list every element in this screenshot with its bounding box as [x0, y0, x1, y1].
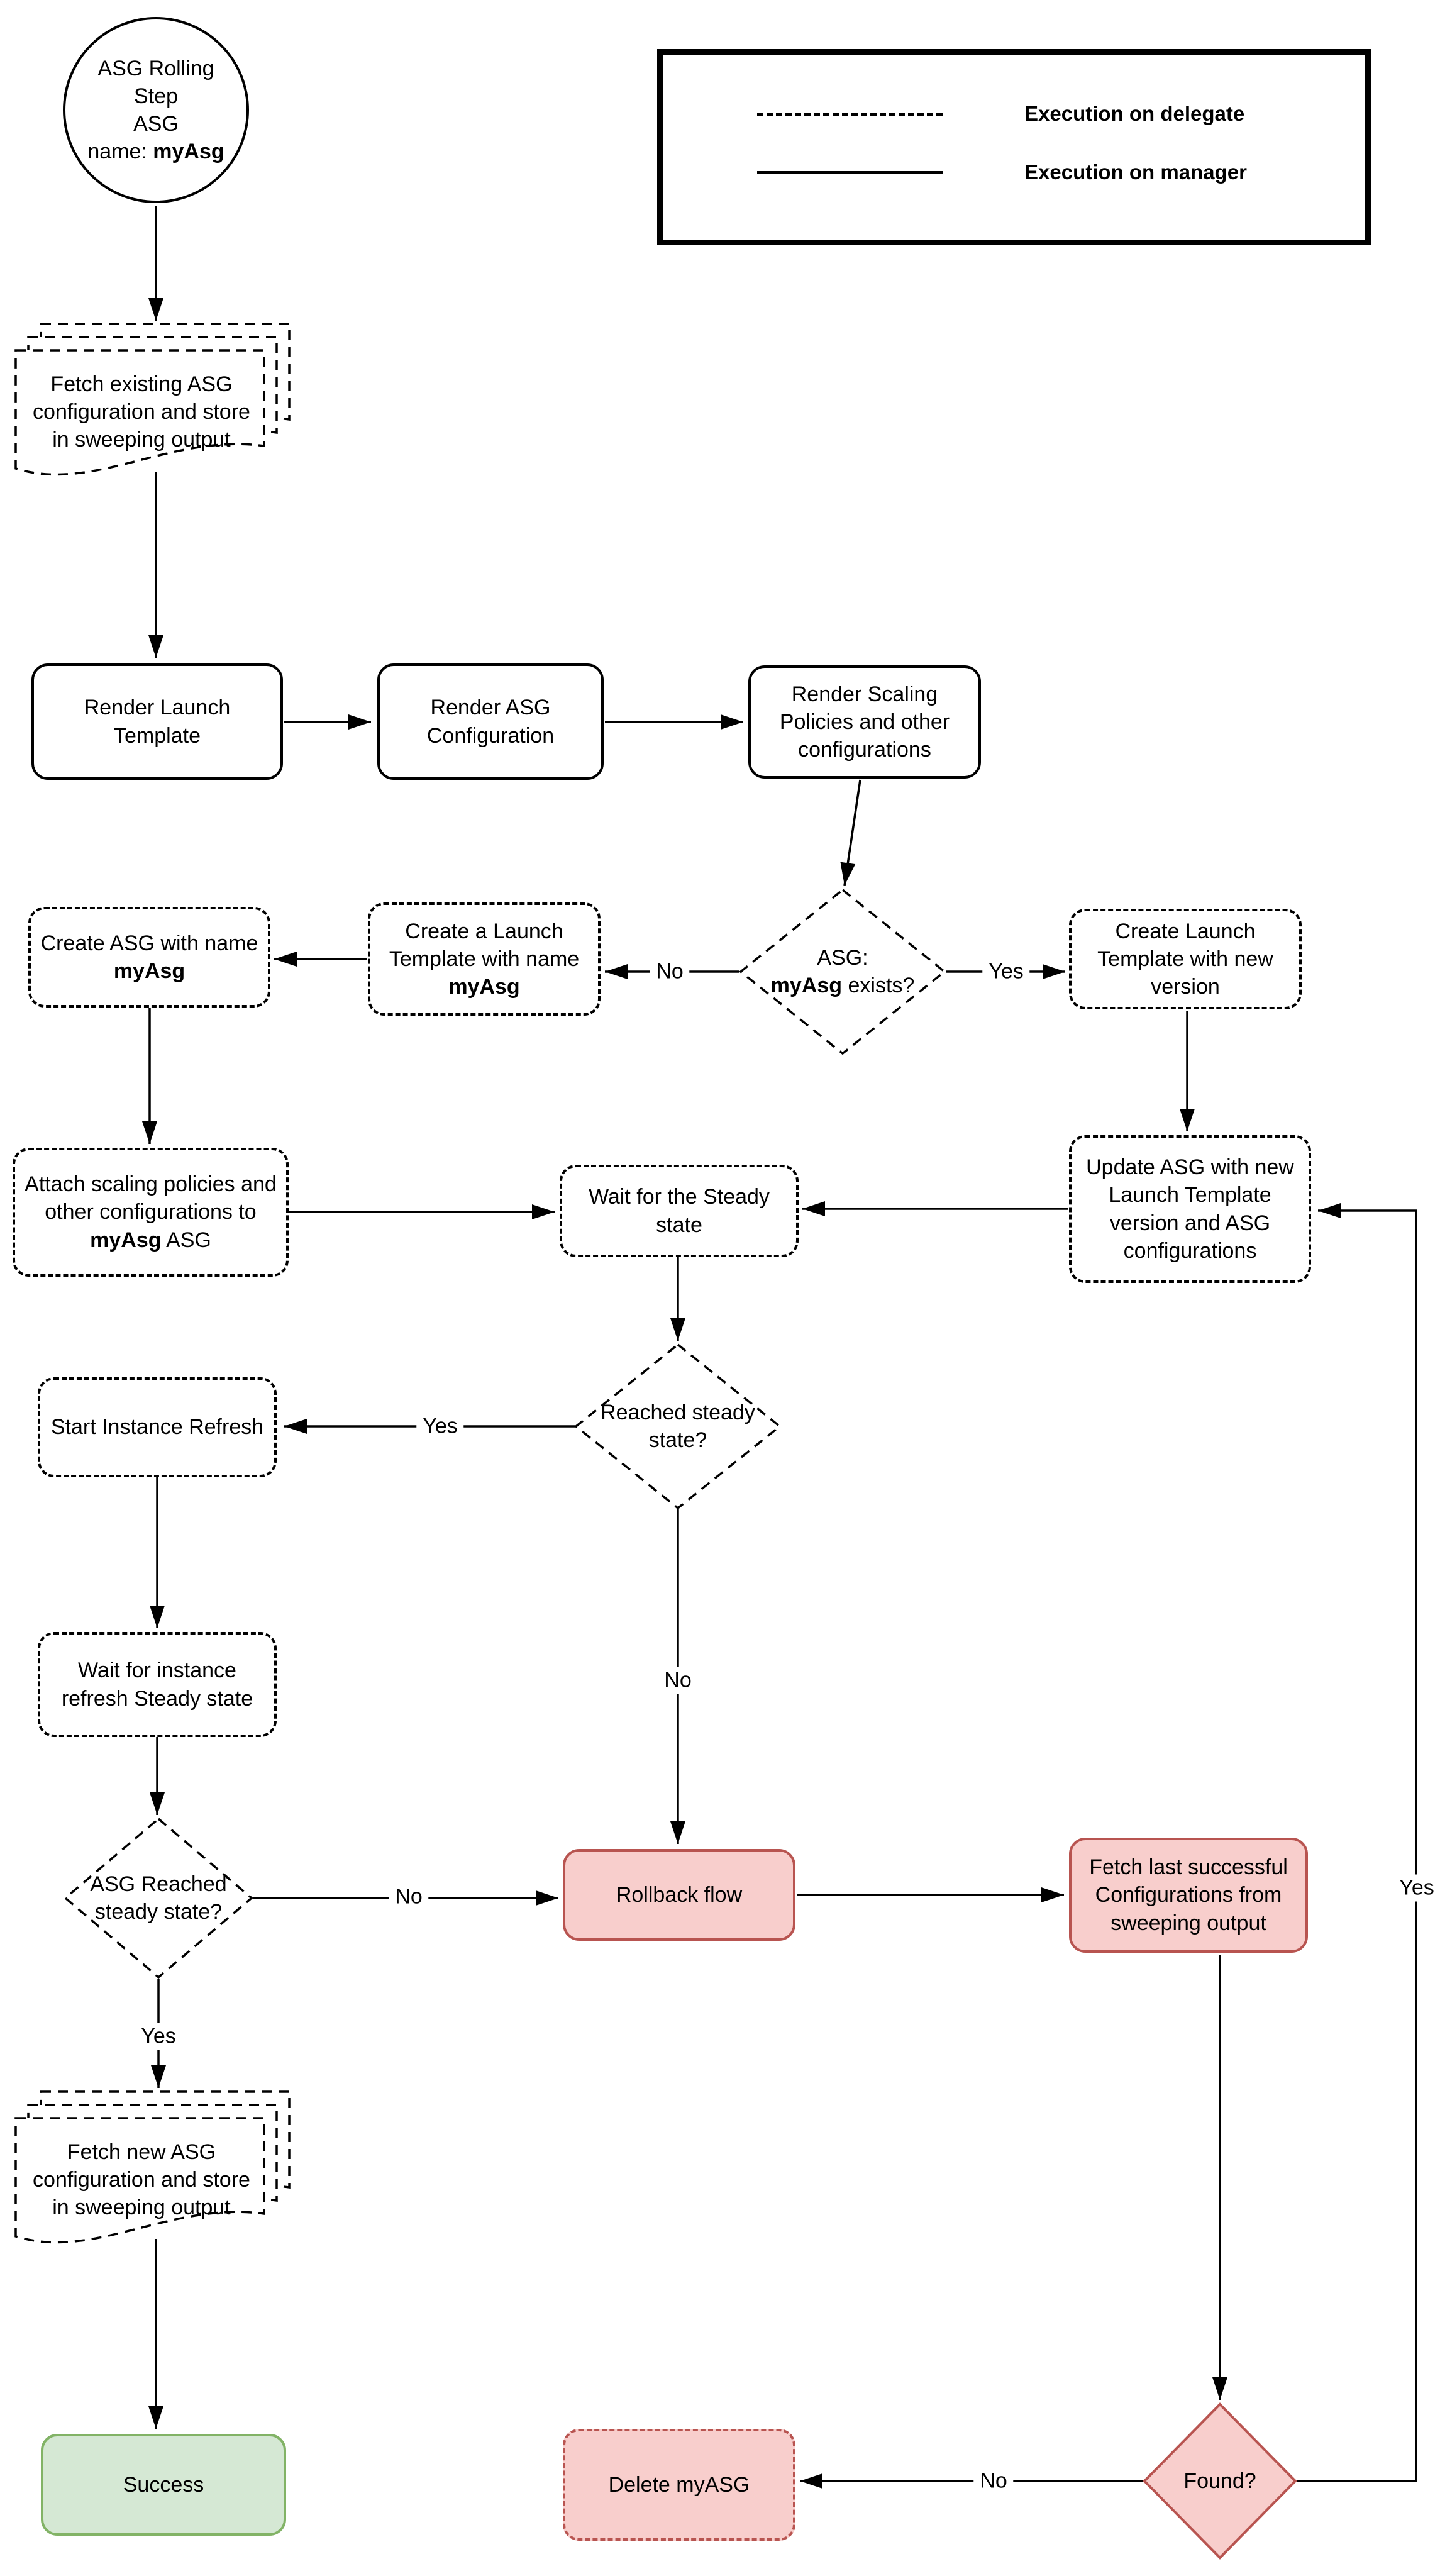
delete-asg-node: Delete myASG	[563, 2429, 795, 2541]
render-asg-configuration-node: Render ASG Configuration	[377, 663, 604, 780]
create-launch-template-named-node: Create a Launch Template with name myAsg	[368, 902, 601, 1016]
edge-label-asg-exists-yes: Yes	[982, 958, 1030, 985]
asg-exists-label: ASG: myAsg exists?	[770, 945, 915, 997]
edge-label-reached-yes: Yes	[416, 1413, 464, 1440]
rollback-node: Rollback flow	[563, 1849, 795, 1941]
start-line1: ASG Rolling Step	[97, 56, 221, 108]
legend-dashed-line-sample	[757, 112, 943, 116]
start-instance-refresh-node: Start Instance Refresh	[38, 1377, 277, 1477]
attach-scaling-node: Attach scaling policies and other config…	[13, 1148, 289, 1277]
edge-label-asg-reached-no: No	[389, 1883, 429, 1911]
connector-render-scaling-to-asg-exists	[840, 779, 861, 886]
edge-label-asg-reached-yes: Yes	[135, 2023, 182, 2050]
reached-steady-diamond	[574, 1343, 782, 1510]
fetch-existing-doc-shape	[14, 349, 265, 476]
asg-reached-steady-diamond	[64, 1817, 253, 1979]
start-name-line: name: myAsg	[87, 140, 224, 164]
render-launch-template-node: Render Launch Template	[31, 663, 283, 780]
connector-found-yes-to-update	[1297, 1203, 1417, 2482]
asg-exists-diamond	[739, 888, 946, 1055]
update-asg-node: Update ASG with new Launch Template vers…	[1069, 1135, 1311, 1283]
create-asg-node: Create ASG with name myAsg	[28, 907, 270, 1008]
edge-label-found-no: No	[973, 2467, 1014, 2495]
edge-label-asg-exists-no: No	[650, 958, 690, 985]
start-asg-name: myAsg	[153, 140, 224, 164]
edge-label-reached-no: No	[658, 1667, 698, 1694]
success-node: Success	[41, 2434, 286, 2536]
reached-steady-label: Reached steady state?	[601, 1400, 755, 1452]
wait-steady-node: Wait for the Steady state	[560, 1165, 799, 1257]
legend-row-delegate: Execution on delegate	[757, 102, 1244, 126]
wait-instance-refresh-node: Wait for instance refresh Steady state	[38, 1632, 277, 1737]
found-diamond	[1143, 2402, 1297, 2560]
fetch-last-node: Fetch last successful Configurations fro…	[1069, 1838, 1308, 1953]
fetch-new-doc-shape	[14, 2117, 265, 2244]
legend-delegate-label: Execution on delegate	[1024, 102, 1245, 125]
edge-label-found-yes: Yes	[1393, 1874, 1440, 1902]
start-node: ASG Rolling Step ASG name: myAsg	[63, 17, 249, 203]
render-scaling-policies-node: Render Scaling Policies and other config…	[748, 665, 981, 779]
legend-row-manager: Execution on manager	[757, 160, 1247, 184]
legend-solid-line-sample	[757, 170, 943, 174]
legend-manager-label: Execution on manager	[1024, 160, 1247, 184]
fetch-new-node: Fetch new ASG configuration and store in…	[33, 2140, 250, 2220]
start-line2: ASG	[133, 112, 179, 136]
legend-box: Execution on delegate Execution on manag…	[657, 49, 1371, 245]
found-label: Found?	[1183, 2468, 1256, 2493]
asg-reached-steady-label: ASG Reached steady state?	[90, 1872, 227, 1924]
create-launch-template-new-node: Create Launch Template with new version	[1069, 909, 1302, 1009]
fetch-existing-node: Fetch existing ASG configuration and sto…	[33, 372, 250, 452]
